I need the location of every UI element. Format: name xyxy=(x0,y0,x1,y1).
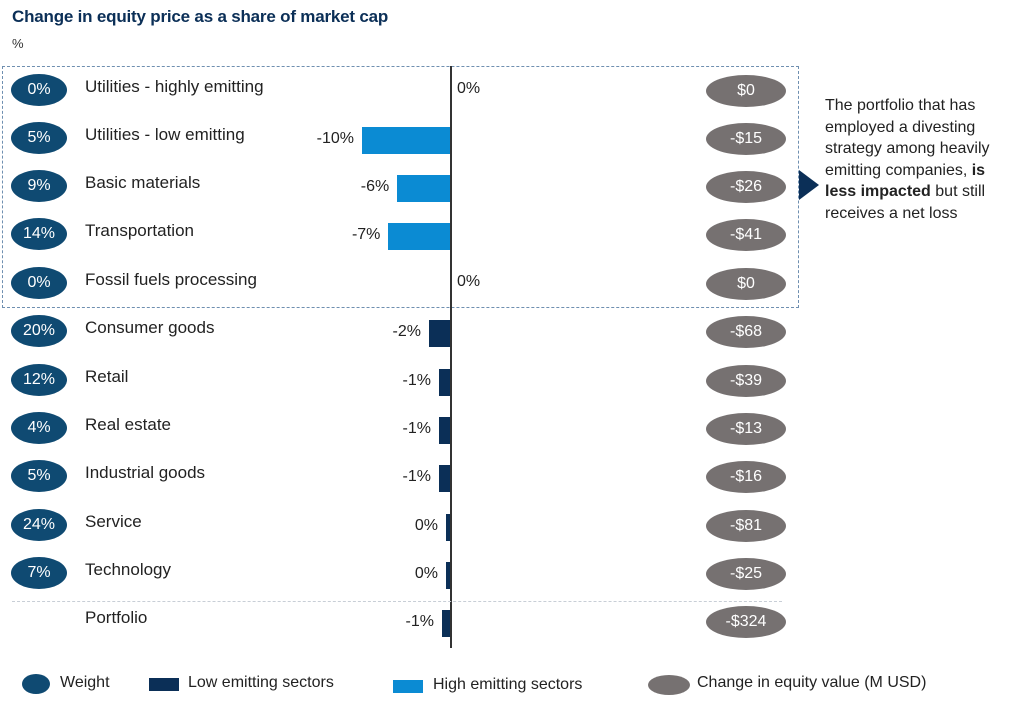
high-emitting-highlight-box xyxy=(2,66,799,308)
sector-label: Utilities - highly emitting xyxy=(85,77,264,96)
chart-row: 0% Fossil fuels processing 0% $0 xyxy=(0,267,800,315)
equity-value-badge: -$16 xyxy=(706,461,786,493)
sector-label: Technology xyxy=(85,560,172,579)
callout-annotation: The portfolio that has employed a divest… xyxy=(825,97,990,222)
weight-badge: 9% xyxy=(11,170,67,202)
low-emitting-bar xyxy=(446,562,450,589)
legend-low-swatch-icon xyxy=(149,678,179,691)
chart-row: 20% Consumer goods -2% -$68 xyxy=(0,315,800,363)
equity-value-badge: $0 xyxy=(706,75,786,107)
sector-label: Industrial goods xyxy=(85,463,206,482)
pct-change-label: 0% xyxy=(457,273,481,290)
high-emitting-bar xyxy=(397,175,450,202)
chart-row: 0% Utilities - highly emitting 0% $0 xyxy=(0,74,800,122)
pct-change-label: -1% xyxy=(402,420,431,437)
pct-change-label: 0% xyxy=(414,565,438,582)
legend: Weight Low emitting sectors High emittin… xyxy=(0,672,1024,698)
pct-change-label: 0% xyxy=(457,80,481,97)
equity-value-badge: -$39 xyxy=(706,365,786,397)
weight-badge: 20% xyxy=(11,315,67,347)
equity-value-badge: -$26 xyxy=(706,171,786,203)
weight-badge: 24% xyxy=(11,509,67,541)
chart-row: 7% Technology 0% -$25 xyxy=(0,557,800,605)
equity-value-badge: -$25 xyxy=(706,558,786,590)
pct-change-label: -10% xyxy=(316,130,354,147)
low-emitting-bar xyxy=(439,417,450,444)
low-emitting-bar xyxy=(429,320,450,347)
pct-change-label: -2% xyxy=(392,323,421,340)
sector-label: Real estate xyxy=(85,415,171,434)
chart-row: 4% Real estate -1% -$13 xyxy=(0,412,800,460)
weight-badge: 7% xyxy=(11,557,67,589)
unit-label: % xyxy=(12,36,24,51)
weight-badge: 14% xyxy=(11,218,67,250)
equity-value-badge: -$15 xyxy=(706,123,786,155)
legend-high-label: High emitting sectors xyxy=(433,676,583,693)
weight-badge: 5% xyxy=(11,122,67,154)
equity-value-badge: -$81 xyxy=(706,510,786,542)
low-emitting-bar xyxy=(442,610,450,637)
portfolio-separator xyxy=(12,601,782,602)
sector-label: Portfolio xyxy=(85,608,148,627)
legend-value-swatch-icon xyxy=(648,675,690,695)
chart-row: Portfolio -1% -$324 xyxy=(0,605,800,653)
low-emitting-bar xyxy=(446,514,450,541)
chart-row: 5% Industrial goods -1% -$16 xyxy=(0,460,800,508)
legend-low-label: Low emitting sectors xyxy=(188,674,334,691)
pct-change-label: -7% xyxy=(351,226,381,243)
equity-value-badge: -$68 xyxy=(706,316,786,348)
sector-label: Basic materials xyxy=(85,173,201,192)
callout-arrow-icon xyxy=(799,170,819,200)
legend-value-label: Change in equity value (M USD) xyxy=(697,674,927,691)
legend-high-swatch-icon xyxy=(393,680,423,693)
chart-row: 14% Transportation -7% -$41 xyxy=(0,218,800,266)
chart-row: 24% Service 0% -$81 xyxy=(0,509,800,557)
chart-row: 9% Basic materials -6% -$26 xyxy=(0,170,800,218)
pct-change-label: -1% xyxy=(402,468,431,485)
chart-row: 5% Utilities - low emitting -10% -$15 xyxy=(0,122,800,170)
low-emitting-bar xyxy=(439,465,450,492)
weight-badge: 4% xyxy=(11,412,67,444)
legend-weight-label: Weight xyxy=(60,674,110,691)
weight-badge: 0% xyxy=(11,74,67,106)
sector-label: Consumer goods xyxy=(85,318,215,337)
pct-change-label: -1% xyxy=(405,613,434,630)
weight-badge: 5% xyxy=(11,460,67,492)
pct-change-label: 0% xyxy=(414,517,438,534)
weight-badge: 0% xyxy=(11,267,67,299)
low-emitting-bar xyxy=(439,369,450,396)
sector-label: Utilities - low emitting xyxy=(85,125,245,144)
zero-axis xyxy=(450,66,452,648)
sector-label: Retail xyxy=(85,367,129,386)
sector-label: Service xyxy=(85,512,142,531)
high-emitting-bar xyxy=(362,127,450,154)
sector-label: Transportation xyxy=(85,221,194,240)
high-emitting-bar xyxy=(388,223,450,250)
equity-value-badge: $0 xyxy=(706,268,786,300)
sector-label: Fossil fuels processing xyxy=(85,270,257,289)
chart-row: 12% Retail -1% -$39 xyxy=(0,364,800,412)
pct-change-label: -1% xyxy=(402,372,431,389)
equity-value-badge: -$41 xyxy=(706,219,786,251)
legend-weight-swatch-icon xyxy=(22,674,50,694)
chart-title: Change in equity price as a share of mar… xyxy=(12,7,389,26)
weight-badge: 12% xyxy=(11,364,67,396)
pct-change-label: -6% xyxy=(360,178,390,195)
equity-value-badge: -$324 xyxy=(706,606,786,638)
equity-value-badge: -$13 xyxy=(706,413,786,445)
